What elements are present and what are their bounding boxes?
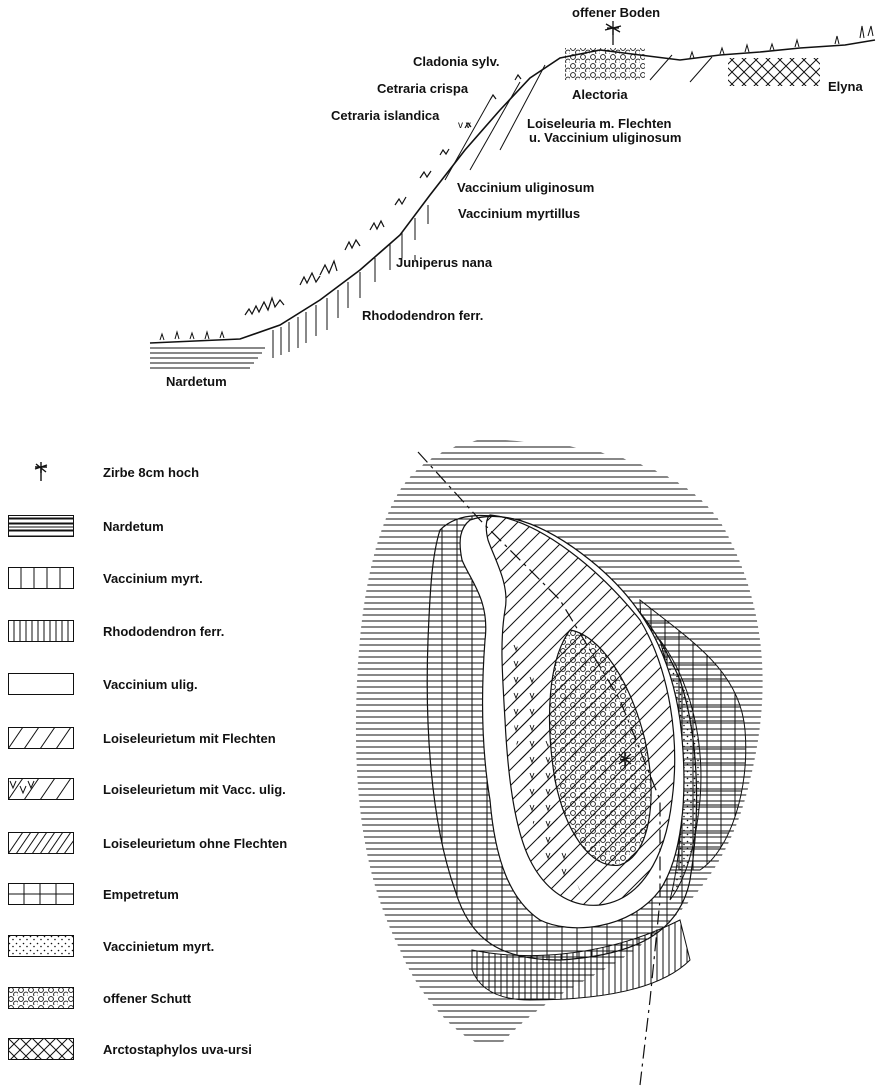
legend-label: Vaccinium myrt. [103, 571, 203, 586]
legend-label: offener Schutt [103, 991, 191, 1006]
svg-text:v v: v v [458, 120, 471, 131]
horizontal-lines-swatch [8, 515, 74, 537]
legend-label: Loiseleurietum mit Vacc. ulig. [103, 782, 286, 797]
label-vaccinium-uliginosum: Vaccinium uliginosum [457, 181, 594, 194]
narrow-vertical-lines-swatch [8, 620, 74, 642]
legend-label: Vaccinietum myrt. [103, 939, 214, 954]
label-nardetum-profile: Nardetum [166, 375, 227, 388]
crosshatch-swatch [8, 1038, 74, 1060]
diagonal-lines-swatch [8, 727, 74, 749]
legend-label: Zirbe 8cm hoch [103, 465, 199, 480]
legend-label: Loiseleurietum ohne Flechten [103, 836, 287, 851]
label-elyna: Elyna [828, 80, 863, 93]
label-offener-boden: offener Boden [572, 6, 660, 19]
diagonal-lines-with-v-swatch [8, 778, 74, 800]
dense-diagonal-lines-swatch [8, 832, 74, 854]
label-cetraria-crispa: Cetraria crispa [377, 82, 468, 95]
label-cetraria-islandica: Cetraria islandica [331, 109, 439, 122]
label-alectoria: Alectoria [572, 88, 628, 101]
vegetation-map [356, 440, 763, 1085]
dots-swatch [8, 935, 74, 957]
label-cladonia: Cladonia sylv. [413, 55, 499, 68]
crosshatch-profile [728, 58, 820, 86]
legend-label: Rhododendron ferr. [103, 624, 224, 639]
label-juniperus: Juniperus nana [396, 256, 492, 269]
tree-icon-profile [605, 21, 621, 45]
label-rhododendron: Rhododendron ferr. [362, 309, 483, 322]
legend-label: Arctostaphylos uva-ursi [103, 1042, 252, 1057]
legend-label: Loiseleurietum mit Flechten [103, 731, 276, 746]
legend-label: Nardetum [103, 519, 164, 534]
legend-label: Vaccinium ulig. [103, 677, 198, 692]
grid-swatch [8, 883, 74, 905]
rubble-profile [565, 48, 645, 80]
legend-label: Empetretum [103, 887, 179, 902]
blank-swatch [8, 673, 74, 695]
label-loiseleuria-2: u. Vaccinium uliginosum [529, 131, 681, 144]
nardetum-lines [150, 348, 265, 368]
tree-icon [8, 461, 74, 483]
label-loiseleuria-1: Loiseleuria m. Flechten [527, 117, 672, 130]
label-vaccinium-myrtillus: Vaccinium myrtillus [458, 207, 580, 220]
circles-swatch [8, 987, 74, 1009]
wide-vertical-lines-swatch [8, 567, 74, 589]
